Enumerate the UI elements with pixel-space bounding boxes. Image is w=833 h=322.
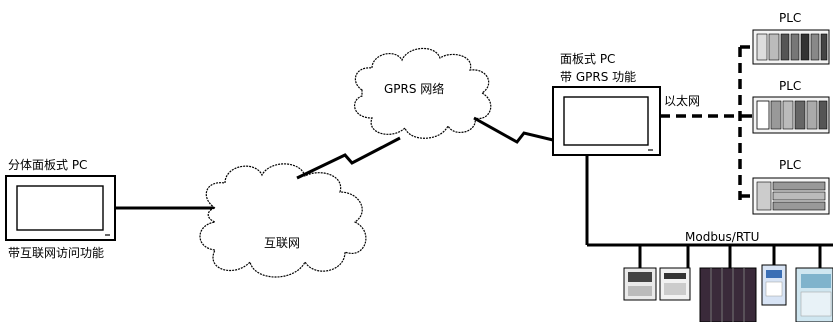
plc-3-label: PLC [779,158,802,172]
ethernet-label: 以太网 [664,94,701,108]
panel-pc-title: 面板式 PC [560,52,616,66]
plc-2-icon [752,96,830,134]
gprs-network-label: GPRS 网络 [384,82,445,96]
plc-1-label: PLC [779,11,802,25]
split-pc-title: 分体面板式 PC [8,158,88,172]
modbus-label: Modbus/RTU [685,230,760,244]
panel-pc-subtitle: 带 GPRS 功能 [560,70,637,84]
split-panel-pc-icon [5,175,116,241]
ethernet-bus [660,45,752,200]
internet-cloud [199,163,367,278]
plc-2-label: PLC [779,79,802,93]
split-pc-caption: 带互联网访问功能 [8,246,105,260]
gprs-panelpc-link [473,116,554,144]
modbus-bus [585,155,833,268]
plc-1-icon [752,29,830,65]
modbus-device-1-icon [623,267,657,301]
modbus-device-3-icon [699,267,757,322]
internet-label: 互联网 [264,236,301,250]
gprs-cloud [354,47,492,139]
modbus-device-2-icon [659,267,691,301]
plc-3-icon [752,177,830,215]
internet-gprs-link [296,136,401,180]
panel-pc-icon [552,86,661,156]
modbus-device-4-icon [761,264,787,306]
modbus-device-5-icon [795,267,833,322]
